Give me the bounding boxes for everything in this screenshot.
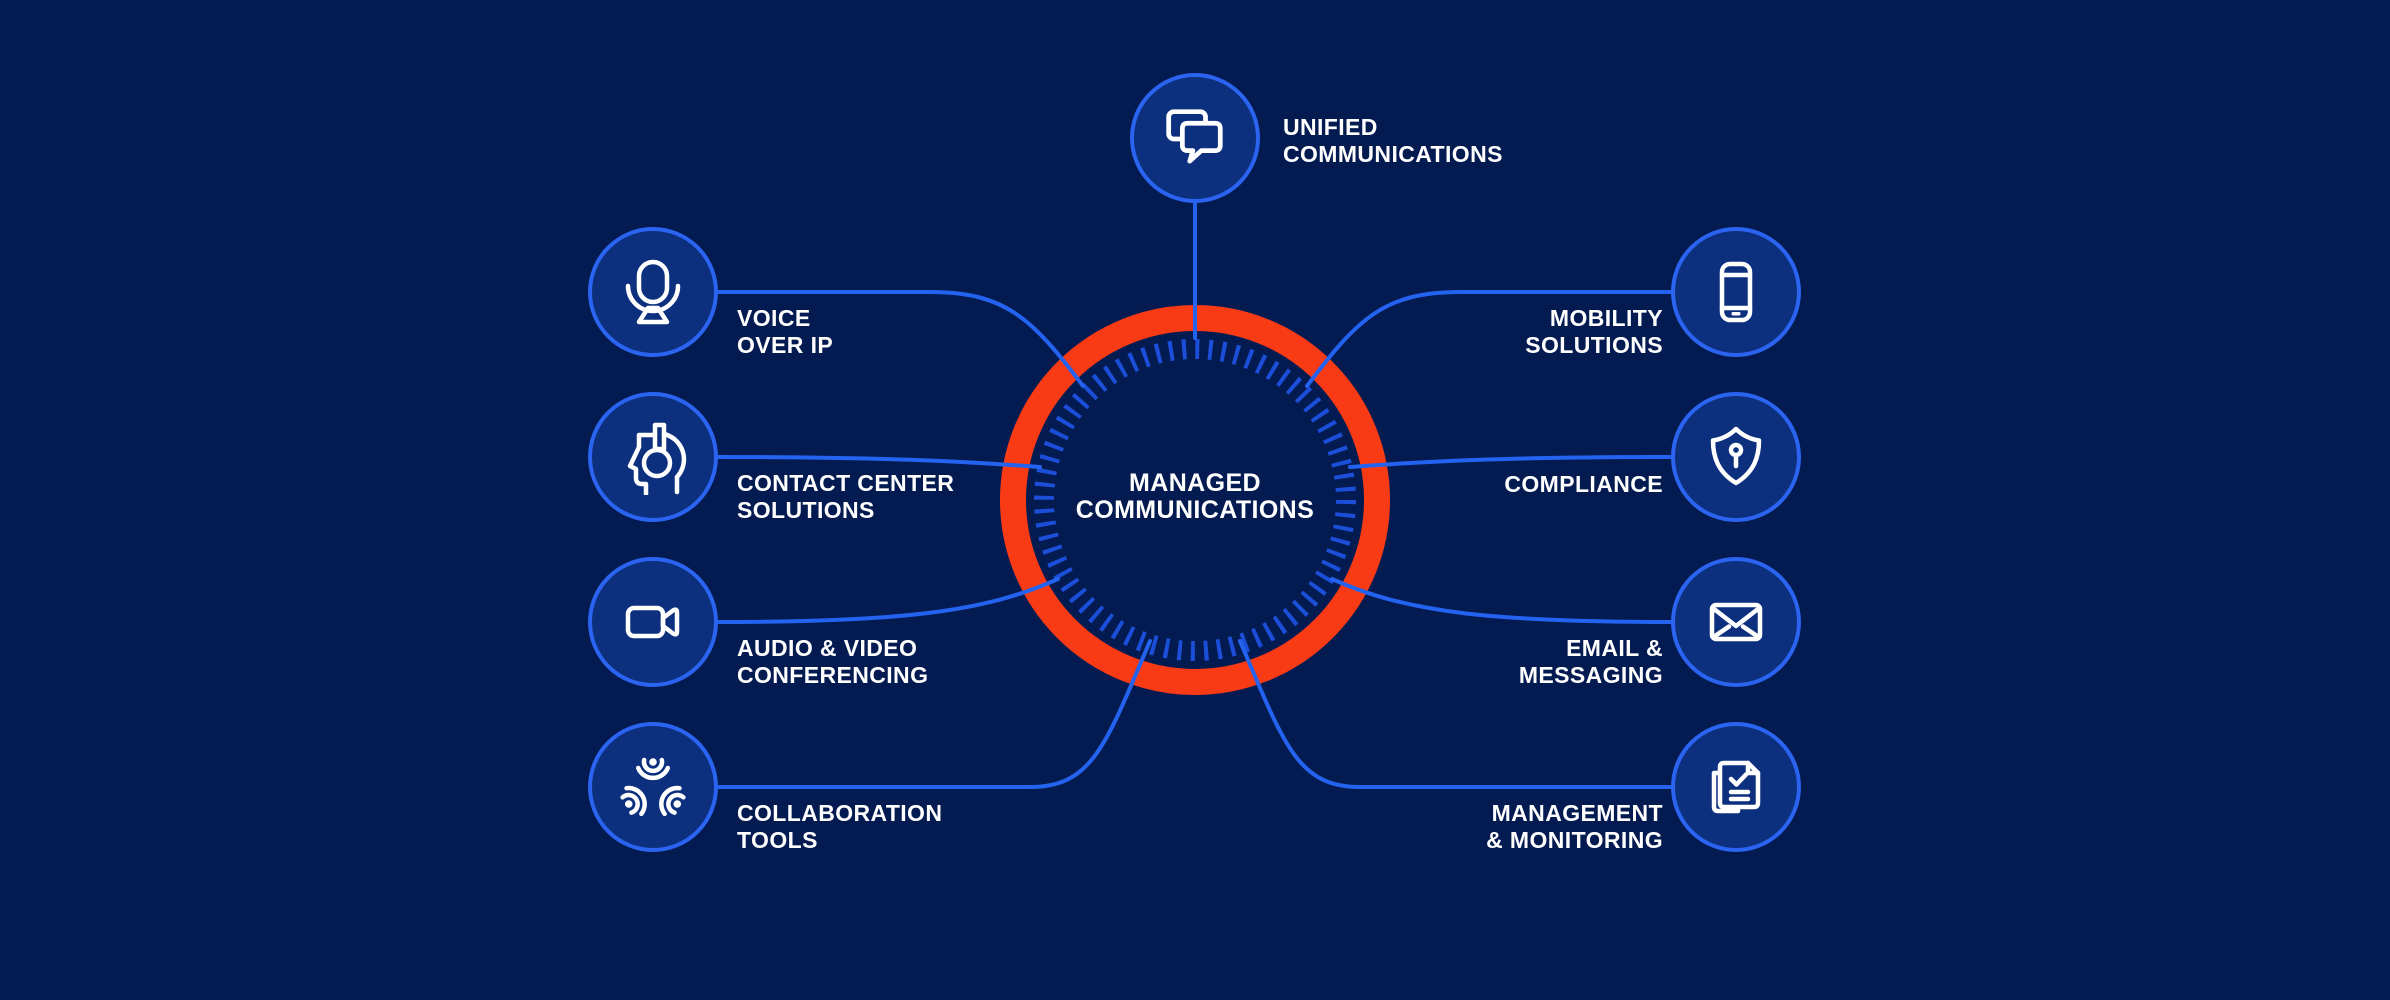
connector-management-monitoring bbox=[1238, 639, 1674, 789]
microphone-icon bbox=[625, 259, 681, 325]
label-mobility-solutions: MOBILITY SOLUTIONS bbox=[1525, 305, 1663, 358]
documents-check-icon bbox=[1711, 760, 1761, 814]
smartphone-icon bbox=[1719, 261, 1753, 323]
connector-mobility-solutions bbox=[1305, 290, 1674, 388]
people-ripple-icon bbox=[620, 757, 686, 817]
center-hub-label: MANAGED COMMUNICATIONS bbox=[1075, 469, 1315, 524]
node-audio-video-conferencing bbox=[588, 557, 718, 687]
node-voice-over-ip bbox=[588, 227, 718, 357]
node-contact-center-solutions bbox=[588, 392, 718, 522]
node-email-messaging bbox=[1671, 557, 1801, 687]
headset-agent-icon bbox=[627, 422, 687, 495]
connector-collaboration-tools bbox=[716, 639, 1152, 789]
connector-email-messaging bbox=[1330, 577, 1674, 624]
tick-ring bbox=[1034, 339, 1356, 661]
label-management-monitoring: MANAGEMENT & MONITORING bbox=[1486, 800, 1663, 853]
node-management-monitoring bbox=[1671, 722, 1801, 852]
node-mobility-solutions bbox=[1671, 227, 1801, 357]
connector-contact-center bbox=[716, 455, 1042, 469]
connector-voice-over-ip bbox=[716, 290, 1085, 388]
label-email-messaging: EMAIL & MESSAGING bbox=[1518, 635, 1663, 688]
label-contact-center-solutions: CONTACT CENTER SOLUTIONS bbox=[737, 470, 955, 523]
connector-audio-video bbox=[716, 577, 1060, 624]
video-camera-icon bbox=[625, 605, 680, 639]
label-compliance: COMPLIANCE bbox=[1504, 471, 1663, 497]
connector-compliance bbox=[1348, 455, 1674, 469]
envelope-icon bbox=[1709, 602, 1763, 642]
shield-keyhole-icon bbox=[1710, 426, 1762, 486]
node-unified-communications bbox=[1130, 73, 1260, 203]
label-audio-video-conferencing: AUDIO & VIDEO CONFERENCING bbox=[737, 635, 929, 688]
label-collaboration-tools: COLLABORATION TOOLS bbox=[737, 800, 943, 853]
label-voice-over-ip: VOICE OVER IP bbox=[737, 305, 834, 358]
node-compliance bbox=[1671, 392, 1801, 522]
node-collaboration-tools bbox=[588, 722, 718, 852]
chat-bubbles-icon bbox=[1166, 109, 1223, 164]
label-unified-communications: UNIFIED COMMUNICATIONS bbox=[1283, 114, 1503, 167]
